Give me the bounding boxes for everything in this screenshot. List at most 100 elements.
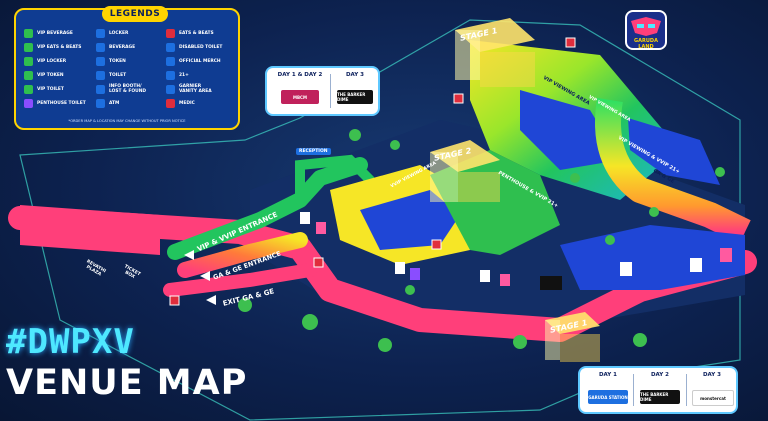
pink-main-road [8, 206, 757, 342]
legend-item: VIP TOKEN [24, 69, 86, 81]
info-icon [96, 84, 105, 94]
legend-column-1: VIP BEVERAGE VIP EATS & BEATS VIP LOCKER VI… [24, 27, 86, 111]
fork-knife-icon [166, 28, 175, 38]
venue-map-title: VENUE MAP [6, 363, 248, 403]
green-stage-area [430, 150, 560, 255]
token-icon [24, 70, 33, 80]
legend-item-label: OFFICIAL MERCH [179, 58, 221, 64]
legend-item-label: VIP EATS & BEATS [37, 44, 82, 50]
day-1-2-label: DAY 1 & DAY 2 [277, 72, 323, 78]
atm-icon [96, 98, 105, 108]
legend-item: VIP BEVERAGE [24, 27, 86, 39]
garuda-land-badge: GARUDA LAND [625, 10, 667, 50]
legend-item-label: VIP TOKEN [37, 72, 64, 78]
legend-item-label: VIP TOILET [37, 86, 64, 92]
card-divider [330, 74, 331, 108]
legend-item-label: GARNIER VANITY AREA [179, 84, 212, 94]
vanity-icon [166, 84, 175, 94]
medic-markers [169, 37, 576, 306]
token-icon [96, 56, 105, 66]
exit-path [163, 263, 317, 297]
day-schedule-card-top: DAY 1 & DAY 2 DAY 3 MBCM THE BARKER DIME [265, 66, 380, 116]
legend-item: VIP EATS & BEATS [24, 41, 86, 53]
day-3-label: DAY 3 [345, 72, 365, 78]
trees [238, 129, 725, 352]
card-divider [686, 374, 687, 406]
penthouse-toilet-icon [24, 98, 33, 108]
legend-item: EATS & BEATS [166, 27, 222, 39]
white-arrow-markers [184, 250, 216, 305]
right-band [595, 97, 751, 244]
legend-item-label: EATS & BEATS [179, 30, 214, 36]
legend-item-label: BEVERAGE [109, 44, 136, 50]
ga-entrance-path [177, 232, 308, 278]
vip-viewing-blue [520, 90, 620, 170]
legend-item: DISABLED TOILET [166, 41, 222, 53]
toilet-icon [96, 70, 105, 80]
legend-item-label: INFO BOOTH/ LOST & FOUND [109, 84, 147, 94]
green-loop [295, 154, 375, 205]
legend-item: TOKEN [96, 55, 146, 67]
legend-item: LOCKER [96, 27, 146, 39]
legend-item-label: VIP BEVERAGE [37, 30, 73, 36]
facility-boxes [300, 212, 732, 290]
legend-column-2: LOCKER BEVERAGE TOKEN TOILET INFO BOOTH/ LOS… [96, 27, 146, 111]
monstercat-logo: monstercat [692, 390, 734, 406]
shirt-icon [166, 56, 175, 66]
cocktail-icon [96, 42, 105, 52]
cocktail-icon [24, 28, 33, 38]
garuda-mask-icon [631, 17, 661, 36]
stage-1-bottom-structure [545, 312, 600, 362]
fork-knife-icon [24, 42, 33, 52]
legend-item-label: DISABLED TOILET [179, 44, 223, 50]
stage-2-structure [430, 140, 500, 202]
legend-item-label: TOKEN [109, 58, 126, 64]
legend-item: GARNIER VANITY AREA [166, 83, 222, 95]
legend-item-label: ATM [109, 100, 120, 106]
legend-item: ATM [96, 97, 146, 109]
locker-icon [96, 28, 105, 38]
legend-item-label: PENTHOUSE TOILET [37, 100, 86, 106]
legend-item-label: VIP LOCKER [37, 58, 67, 64]
day-1-label: DAY 1 [598, 372, 618, 378]
legend-item: PENTHOUSE TOILET [24, 97, 86, 109]
garuda-land-text: GARUDA LAND [634, 38, 658, 50]
legend-item-label: MEDIC [179, 100, 195, 106]
day-2-label: DAY 2 [650, 372, 670, 378]
medic-cross-icon [166, 98, 175, 108]
age-icon [166, 70, 175, 80]
legend-item-label: 21+ [179, 72, 189, 78]
legend-item: VIP TOILET [24, 83, 86, 95]
wheelchair-icon [166, 42, 175, 52]
legend-column-3: EATS & BEATS DISABLED TOILET OFFICIAL MERC… [166, 27, 222, 111]
hashtag-title: #DWPXV [6, 322, 135, 362]
legend-item: INFO BOOTH/ LOST & FOUND [96, 83, 146, 95]
legend-item: BEVERAGE [96, 41, 146, 53]
garuda-station-logo: GARUDA STATION [588, 390, 628, 404]
legend-item: TOILET [96, 69, 146, 81]
entry-plaza [20, 205, 160, 255]
legend-note: *ORDER MAP & LOCATION MAY CHANGE WITHOUT… [68, 119, 186, 123]
right-blue-zone [628, 118, 720, 185]
legend-title: LEGENDS [102, 6, 168, 22]
legend-item: MEDIC [166, 97, 222, 109]
legend-item: OFFICIAL MERCH [166, 55, 222, 67]
toilet-icon [24, 84, 33, 94]
legend-item-label: TOILET [109, 72, 127, 78]
reception-label: RECEPTION [296, 148, 331, 155]
day-3-label: DAY 3 [702, 372, 722, 378]
locker-icon [24, 56, 33, 66]
stage-1-top-structure [455, 18, 535, 87]
day-schedule-card-bottom: DAY 1 DAY 2 DAY 3 GARUDA STATION THE BAR… [578, 366, 738, 414]
barker-dime-logo: THE BARKER DIME [640, 390, 680, 404]
legend-item-label: LOCKER [109, 30, 129, 36]
legend-item: VIP LOCKER [24, 55, 86, 67]
barker-dime-logo: THE BARKER DIME [337, 90, 373, 104]
card-divider [633, 374, 634, 406]
mbcm-logo: MBCM [281, 90, 319, 104]
legend-item: 21+ [166, 69, 222, 81]
central-blue-zone [360, 190, 460, 250]
